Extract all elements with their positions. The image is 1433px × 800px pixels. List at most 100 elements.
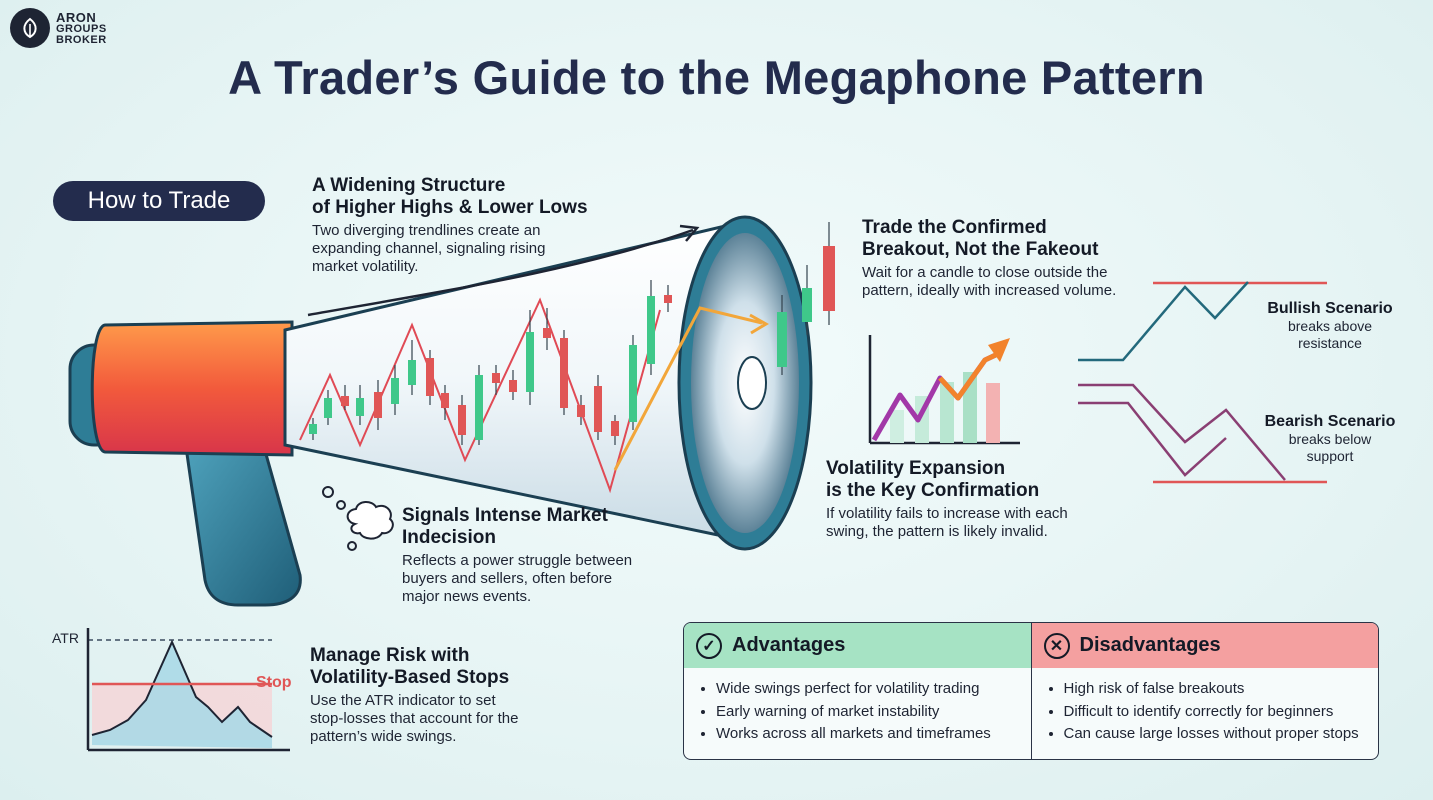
thought-bubble-icon [322,486,394,551]
megaphone-handle [183,438,302,607]
megaphone-body [90,320,294,457]
bullish-scenario-diagram [1078,281,1327,362]
advantages-header: ✓ Advantages [684,623,1031,668]
advantages-item: Wide swings perfect for volatility tradi… [716,678,1031,701]
indecision-block: Signals Intense Market Indecision Reflec… [402,505,632,606]
breakout-arrow-head [749,313,769,335]
widening-body-3: market volatility. [312,258,419,275]
candle [611,421,619,436]
candle [309,424,317,434]
brand-line-2: GROUPS [56,22,107,35]
brand-line-1: ARON [56,9,97,25]
widening-arrow-head [679,224,700,242]
page-title: A Trader’s Guide to the Megaphone Patter… [228,51,1205,104]
volatility-bar [940,382,954,443]
widening-body-2: expanding channel, signaling rising [312,240,546,257]
brand-line-3: BROKER [56,33,107,46]
atr-chart [86,628,290,752]
candle [341,396,349,406]
breakout-body-2: pattern, ideally with increased volume. [862,282,1117,299]
candle [408,360,416,385]
volatility-heading-1: Volatility Expansion [826,458,1006,479]
candle [492,373,500,383]
breakout-body-1: Wait for a candle to close outside the [862,264,1108,281]
brand-logo: ARON GROUPS BROKER [10,8,107,48]
volatility-bar [890,410,904,443]
candle [324,398,332,418]
how-to-trade-pill: How to Trade [53,181,265,221]
candle [458,405,466,435]
volatility-body-2: swing, the pattern is likely invalid. [826,523,1048,540]
megaphone-driver [737,356,767,410]
bearish-title: Bearish Scenario [1264,413,1396,430]
advantages-card: ✓ Advantages Wide swings perfect for vol… [684,623,1031,759]
disadvantages-header: ✕ Disadvantages [1031,623,1378,668]
disadvantages-item: Can cause large losses without proper st… [1064,723,1379,746]
candle [629,345,637,422]
risk-block: Manage Risk with Volatility-Based Stops … [310,645,518,746]
stop-label: Stop [256,674,292,691]
disadvantages-item: Difficult to identify correctly for begi… [1064,701,1379,724]
indecision-body-3: major news events. [402,588,532,605]
indecision-body-2: buyers and sellers, often before [402,570,613,587]
candle [664,295,672,303]
breakout-arrow [613,306,763,471]
x-icon: ✕ [1043,632,1070,659]
candle [577,405,585,417]
disadvantages-item: High risk of false breakouts [1064,678,1379,701]
disadvantages-card: ✕ Disadvantages High risk of false break… [1030,623,1379,759]
bearish-scenario-diagram [1078,383,1327,484]
candle [823,246,835,311]
pros-cons-panel: ✓ Advantages Wide swings perfect for vol… [683,622,1379,760]
candle [475,375,483,440]
bullish-line-1: breaks above [1287,318,1373,334]
candle [543,328,551,338]
indecision-body-1: Reflects a power struggle between [402,552,633,569]
volatility-chart [868,335,1020,445]
candle [560,338,568,408]
candle [426,358,434,396]
advantages-title: Advantages [732,634,846,656]
advantages-item: Early warning of market instability [716,701,1031,724]
candle [802,288,812,322]
widening-heading-1: A Widening Structure [312,175,506,196]
widening-arrow [307,228,694,317]
candle [526,332,534,392]
candle [647,296,655,364]
widening-body-1: Two diverging trendlines create an [312,222,541,239]
risk-body-2: stop-losses that account for the [310,710,519,727]
risk-body-3: pattern’s wide swings. [310,728,457,745]
disadvantages-list: High risk of false breakouts Difficult t… [1032,678,1379,746]
volatility-body-1: If volatility fails to increase with eac… [826,505,1068,522]
indecision-heading-1: Signals Intense Market [402,505,608,526]
candlestick-group [309,222,835,445]
atr-axis-label: ATR [52,630,79,646]
candle [356,398,364,416]
bearish-line-1: breaks below [1288,431,1372,447]
candle [374,392,382,418]
volatility-block: Volatility Expansion is the Key Confirma… [826,458,1068,541]
bearish-line-2: support [1306,448,1354,464]
disadvantages-title: Disadvantages [1079,634,1221,656]
widening-heading-2: of Higher Highs & Lower Lows [312,197,588,218]
widening-structure-block: A Widening Structure of Higher Highs & L… [312,175,588,276]
bullish-line-2: resistance [1298,335,1362,351]
breakout-block: Trade the Confirmed Breakout, Not the Fa… [862,217,1116,300]
breakout-heading-1: Trade the Confirmed [862,217,1047,238]
risk-heading-1: Manage Risk with [310,645,470,666]
advantages-item: Works across all markets and timeframes [716,723,1031,746]
candle [441,393,449,408]
volatility-bar [986,383,1000,443]
volatility-heading-2: is the Key Confirmation [826,480,1040,501]
candle [509,380,517,392]
candle [777,312,787,367]
candle [594,386,602,432]
zigzag-price-line [299,297,661,494]
bullish-title: Bullish Scenario [1267,300,1393,317]
advantages-list: Wide swings perfect for volatility tradi… [684,678,1031,746]
risk-heading-2: Volatility-Based Stops [310,667,510,688]
check-icon: ✓ [696,632,722,659]
risk-body-1: Use the ATR indicator to set [310,692,496,709]
bearish-scenario-label: Bearish Scenario breaks below support [1250,413,1410,465]
